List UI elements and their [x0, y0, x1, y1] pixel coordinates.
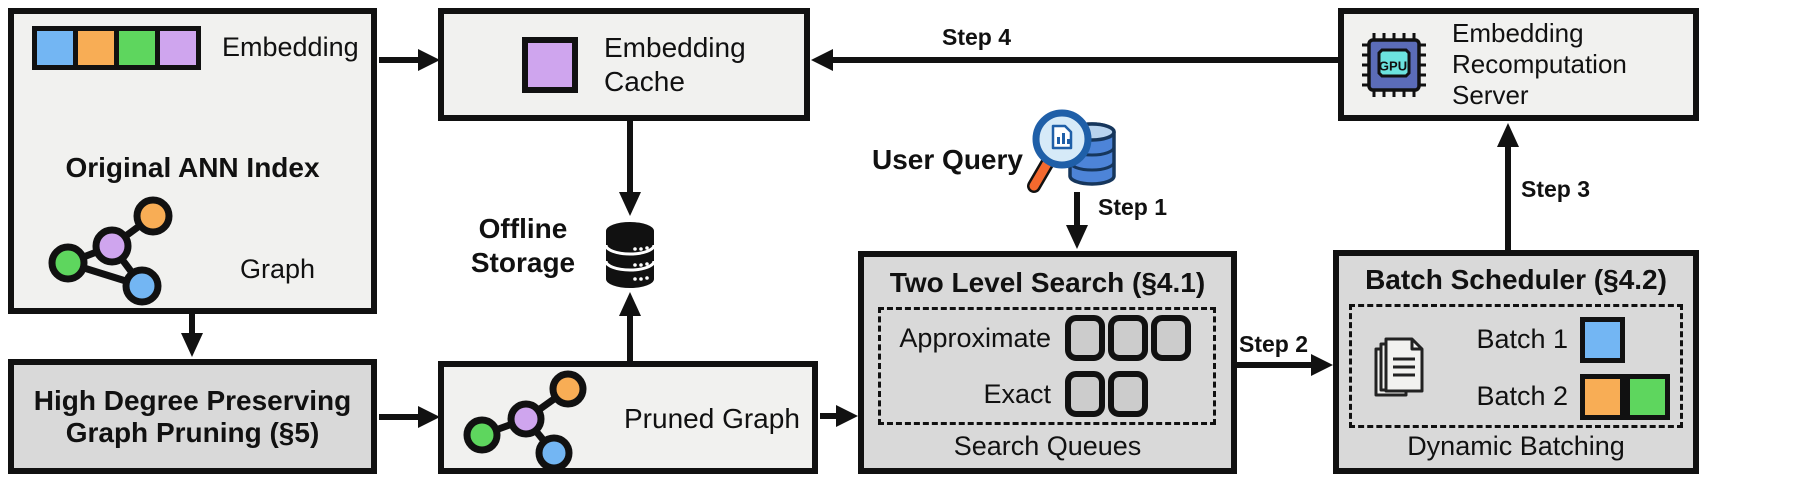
- two-level-search-title: Two Level Search (§4.1): [889, 267, 1206, 298]
- queue-slot: [1065, 371, 1105, 417]
- arrow-step-4: [811, 49, 1338, 71]
- embedding-cell-green: [119, 31, 155, 65]
- embedding-cell-purple: [160, 31, 196, 65]
- arrow-pruned-graph-to-search: [820, 405, 858, 427]
- step-2-label: Step 2: [1239, 331, 1309, 357]
- recomputation-server-box: GPU Embedding Recomputation Server: [1338, 8, 1699, 121]
- embedding-vector-icon: [32, 26, 201, 70]
- exact-label: Exact: [983, 378, 1051, 409]
- user-query-icon: [1027, 109, 1116, 193]
- pruned-node-purple: [507, 400, 545, 438]
- arrow-pruned-graph-to-storage: [619, 292, 641, 361]
- documents-stack-icon: [1374, 337, 1424, 397]
- embedding-cache-title-line1: Embedding: [604, 31, 746, 63]
- original-ann-index-title: Original ANN Index: [65, 152, 320, 183]
- embedding-cache-title-line2: Cache: [604, 65, 685, 97]
- pruned-node-blue: [535, 434, 573, 469]
- gpu-chip-label: GPU: [1379, 58, 1407, 73]
- queue-slot: [1065, 315, 1105, 361]
- arrow-cache-to-storage: [619, 121, 641, 216]
- user-query-label: User Query: [872, 144, 1023, 175]
- graph-pruning-title-line1: High Degree Preserving: [33, 384, 352, 416]
- batch-2-label: Batch 2: [1476, 381, 1568, 411]
- dynamic-batching-panel: Batch 1 Batch 2: [1349, 304, 1683, 428]
- step-3-label: Step 3: [1521, 176, 1591, 202]
- graph-node-orange: [133, 196, 173, 236]
- graph-label: Graph: [240, 254, 316, 284]
- search-queues-panel: Approximate Exact: [878, 307, 1216, 425]
- batch-1-embedding-blue: [1580, 316, 1625, 363]
- queue-slot: [1108, 371, 1148, 417]
- pruned-node-green: [463, 416, 501, 454]
- server-title-line1: Embedding: [1452, 18, 1584, 49]
- embedding-cache-box: Embedding Cache: [438, 8, 810, 121]
- batch-2-embedding-green: [1625, 373, 1670, 420]
- queue-slot: [1151, 315, 1191, 361]
- embedding-cell-blue: [37, 31, 73, 65]
- original-graph-icon: [48, 196, 173, 306]
- offline-storage-label-line2: Storage: [470, 247, 576, 279]
- batch-2-row: Batch 2: [1444, 368, 1680, 425]
- approximate-label: Approximate: [899, 322, 1051, 353]
- step-1-label: Step 1: [1098, 194, 1168, 220]
- graph-pruning-title-line2: Graph Pruning (§5): [65, 416, 320, 448]
- batch-2-squares: [1580, 373, 1674, 420]
- batch-2-embedding-orange: [1580, 373, 1625, 420]
- gpu-chip-icon: GPU: [1362, 32, 1426, 97]
- arrow-step-1: [1066, 192, 1088, 249]
- graph-node-purple: [92, 226, 132, 266]
- exact-queue-row: Exact: [881, 366, 1213, 422]
- server-title-line3: Server: [1452, 79, 1529, 110]
- embedding-cell-orange: [78, 31, 114, 65]
- original-ann-index-box: Embedding Original ANN Index Graph: [8, 8, 377, 314]
- arrow-step-2: [1237, 354, 1333, 376]
- server-title-line2: Recomputation: [1452, 49, 1627, 80]
- graph-pruning-box: High Degree Preserving Graph Pruning (§5…: [8, 359, 377, 474]
- approximate-queue-row: Approximate: [881, 310, 1213, 366]
- queue-slot: [1108, 315, 1148, 361]
- batch-1-row: Batch 1: [1444, 311, 1680, 368]
- arrow-step-3: [1497, 123, 1519, 250]
- offline-storage-label-line1: Offline: [478, 213, 568, 244]
- offline-storage-label: Offline Storage: [448, 212, 598, 280]
- batch-scheduler-box: Batch Scheduler (§4.2) Batch 1: [1333, 250, 1699, 474]
- dynamic-batching-caption: Dynamic Batching: [1407, 431, 1625, 461]
- two-level-search-box: Two Level Search (§4.1) Approximate Exac…: [858, 251, 1237, 474]
- graph-node-green: [48, 243, 88, 283]
- graph-node-blue: [122, 266, 162, 306]
- step-4-label: Step 4: [942, 24, 1012, 50]
- approximate-queue-slots: [1065, 315, 1205, 361]
- pruned-graph-label: Pruned Graph: [624, 403, 800, 434]
- pruned-node-orange: [549, 370, 587, 408]
- search-queues-caption: Search Queues: [953, 431, 1142, 461]
- arrow-ann-to-cache: [379, 49, 440, 71]
- batch-scheduler-title: Batch Scheduler (§4.2): [1365, 264, 1667, 295]
- batch-1-squares: [1580, 316, 1674, 363]
- offline-storage-database-icon: [604, 222, 656, 288]
- pruned-graph-icon: [463, 370, 587, 469]
- batch-1-label: Batch 1: [1476, 324, 1568, 354]
- exact-queue-slots: [1065, 371, 1205, 417]
- pruned-graph-box: Pruned Graph: [438, 361, 818, 474]
- embedding-label: Embedding: [222, 32, 359, 62]
- arrow-ann-to-pruning: [181, 314, 203, 357]
- arrow-pruning-to-pruned-graph: [379, 406, 440, 428]
- cached-embedding-icon: [522, 36, 578, 93]
